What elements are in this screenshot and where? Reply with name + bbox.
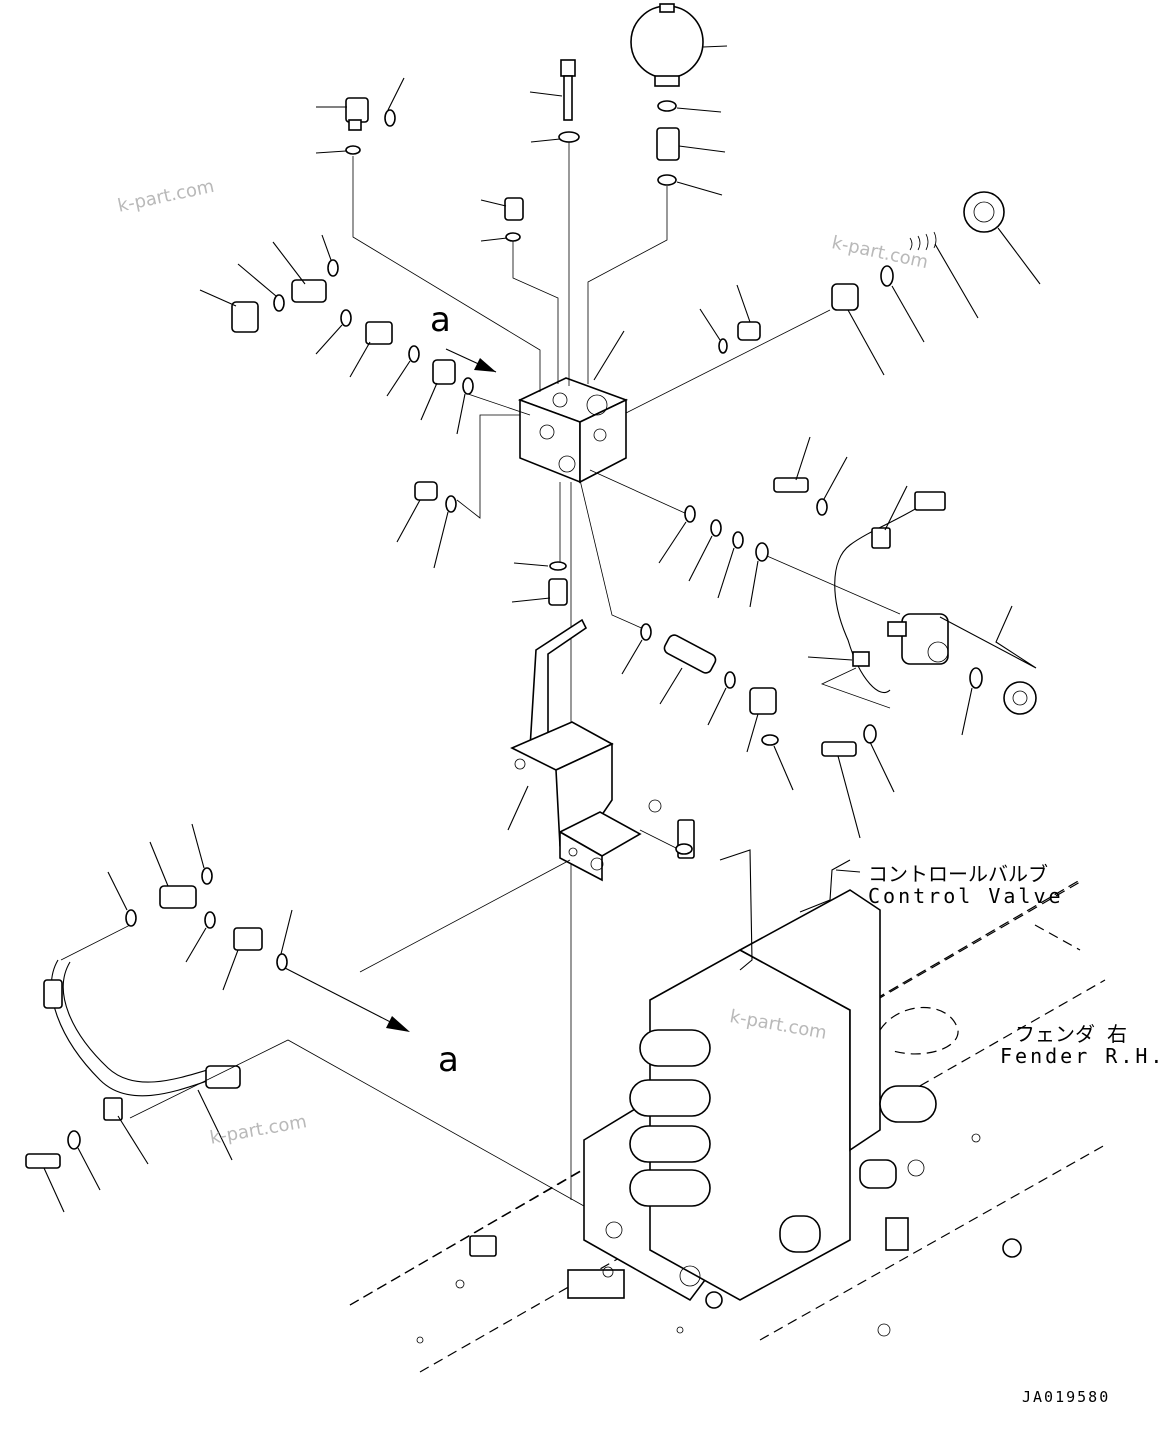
o-ring xyxy=(621,623,652,675)
bolt xyxy=(25,1153,65,1213)
accumulator-sphere xyxy=(630,3,728,87)
washer xyxy=(67,1130,101,1191)
plug xyxy=(736,284,761,341)
view-callout-a-top: a xyxy=(430,300,451,340)
washer xyxy=(816,456,848,516)
o-ring xyxy=(384,77,405,127)
plug xyxy=(396,481,438,543)
washer xyxy=(530,131,580,143)
o-ring xyxy=(315,309,352,355)
o-ring xyxy=(880,265,925,343)
fender-label-en: Fender R.H. xyxy=(1000,1044,1163,1068)
o-ring xyxy=(657,174,723,196)
bolt xyxy=(821,741,861,839)
direction-arrow xyxy=(284,967,410,1032)
o-ring xyxy=(321,234,339,277)
lock-nut xyxy=(1003,681,1037,715)
bolt xyxy=(773,436,811,493)
drawing-number: JA019580 xyxy=(1022,1388,1111,1406)
check-valve xyxy=(511,578,568,606)
fender-label-jp: フェンダ 右 xyxy=(1015,1022,1128,1046)
o-ring xyxy=(185,911,216,963)
mounting-bracket xyxy=(507,618,662,882)
long-bolt xyxy=(529,59,576,121)
leader-line xyxy=(359,859,571,973)
o-ring xyxy=(961,667,983,736)
o-ring xyxy=(433,495,457,569)
assembly-leader-lines xyxy=(352,142,901,1200)
o-ring xyxy=(513,561,567,571)
leader-line xyxy=(60,924,131,961)
adapter-fitting xyxy=(656,127,726,161)
view-callout-a-bottom: a xyxy=(438,1040,459,1080)
leader-line xyxy=(820,667,891,709)
o-ring xyxy=(717,531,744,599)
plug xyxy=(831,283,885,376)
valve-block xyxy=(517,330,629,484)
o-ring xyxy=(276,909,293,971)
o-ring xyxy=(761,734,794,791)
clip xyxy=(807,651,870,667)
tee-fitting xyxy=(199,289,259,333)
spacer-pipe xyxy=(659,634,717,705)
tee-fitting xyxy=(272,241,327,303)
plug-cap xyxy=(963,191,1041,285)
o-ring xyxy=(456,377,474,435)
adapter-fitting xyxy=(349,321,393,378)
control-valve-label-en: Control Valve xyxy=(868,884,1064,908)
plug-bolt xyxy=(480,197,524,221)
elbow-fitting xyxy=(316,97,369,131)
elbow-fitting xyxy=(746,687,777,753)
o-ring xyxy=(749,542,769,608)
o-ring xyxy=(658,505,696,564)
plug xyxy=(420,359,456,421)
tee-fitting xyxy=(149,841,197,909)
hydraulic-hose xyxy=(43,959,241,1165)
control-valve-label-jp: コントロールバルブ xyxy=(868,862,1048,886)
wire-harness xyxy=(834,485,946,694)
o-ring xyxy=(191,823,213,885)
o-ring xyxy=(386,345,420,397)
o-ring xyxy=(315,145,361,155)
washer xyxy=(639,829,693,855)
adapter-fitting xyxy=(222,927,263,991)
o-ring xyxy=(657,100,722,113)
control-valve xyxy=(349,849,1106,1373)
o-ring xyxy=(107,871,137,927)
backup-rings xyxy=(909,231,979,319)
o-ring xyxy=(480,232,521,242)
solenoid-valve xyxy=(887,605,1037,669)
leader-line xyxy=(129,1039,601,1216)
o-ring xyxy=(707,671,736,726)
o-ring xyxy=(699,308,728,354)
o-ring xyxy=(688,519,722,582)
direction-arrow xyxy=(445,348,497,373)
o-ring xyxy=(237,263,285,312)
washer xyxy=(863,724,895,793)
